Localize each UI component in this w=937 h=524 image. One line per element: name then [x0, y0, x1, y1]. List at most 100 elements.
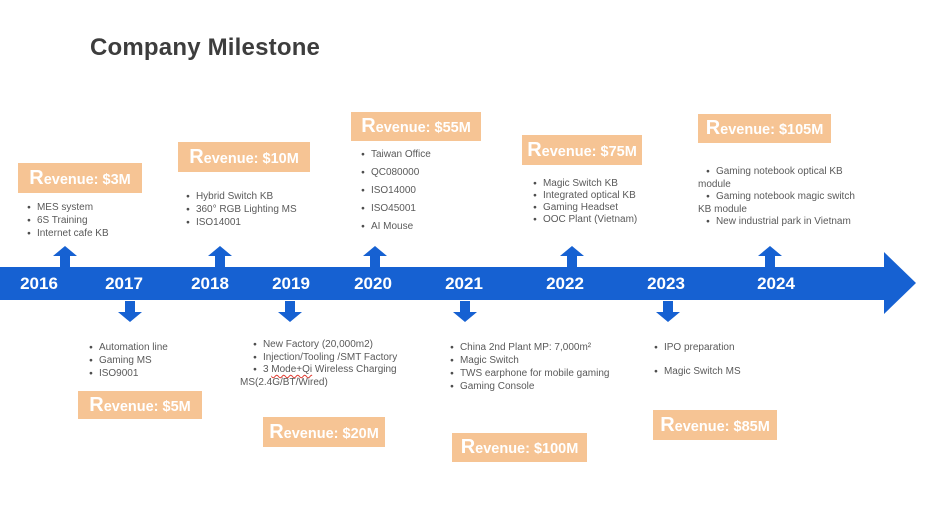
bullet-icon: ●	[186, 206, 190, 213]
revenue-badge-2024: Revenue: $105M	[698, 114, 831, 143]
year-label-2018: 2018	[191, 274, 229, 293]
bullet-icon: ●	[654, 344, 658, 351]
milestone-item: ●3 Mode+Qi Wireless Charging MS(2.4G/BT/…	[240, 364, 397, 388]
bullet-icon: ●	[89, 357, 93, 364]
bullet-icon: ●	[450, 383, 454, 390]
revenue-badge-2023: Revenue: $85M	[653, 410, 777, 440]
milestone-item: ●Gaming MS	[89, 355, 152, 366]
year-label-2016: 2016	[20, 274, 58, 293]
bullet-icon: ●	[186, 193, 190, 200]
milestone-item: ●Gaming Console	[450, 381, 535, 392]
revenue-badge-2018: Revenue: $10M	[178, 142, 310, 172]
bullet-icon: ●	[533, 180, 537, 187]
milestone-list-2022: ●Magic Switch KB ●Integrated optical KB …	[533, 178, 637, 226]
bullet-icon: ●	[361, 223, 365, 230]
milestone-item: ●IPO preparation	[654, 342, 735, 353]
milestone-item: ●ISO9001	[89, 368, 139, 379]
milestone-list-2024: ●Gaming notebook optical KB module ●Gami…	[698, 166, 862, 229]
bullet-icon: ●	[186, 219, 190, 226]
milestone-list-2020: ●Taiwan Office ●QC080000 ●ISO14000 ●ISO4…	[361, 146, 431, 236]
year-label-2020: 2020	[354, 274, 392, 293]
bullet-icon: ●	[654, 368, 658, 375]
bullet-icon: ●	[253, 353, 257, 361]
milestone-item: ●Gaming notebook magic switch KB module	[698, 191, 855, 215]
milestone-list-2016: ●MES system ●6S Training ●Internet cafe …	[27, 202, 109, 241]
bullet-icon: ●	[361, 187, 365, 194]
year-label-2023: 2023	[647, 274, 685, 293]
bullet-icon: ●	[706, 193, 710, 200]
milestone-list-2018: ●Hybrid Switch KB ●360° RGB Lighting MS …	[186, 191, 297, 230]
bullet-icon: ●	[27, 204, 31, 211]
milestone-item: ●Magic Switch KB	[533, 178, 618, 189]
milestone-item: ●Automation line	[89, 342, 168, 353]
revenue-badge-2019: Revenue: $20M	[263, 417, 385, 447]
up-arrow-icon	[363, 246, 387, 267]
milestone-list-2023: ●IPO preparation ●Magic Switch MS	[654, 342, 741, 379]
down-arrow-icon	[118, 301, 142, 322]
milestone-item: ●Internet cafe KB	[27, 228, 109, 239]
bullet-icon: ●	[27, 217, 31, 224]
bullet-icon: ●	[706, 218, 710, 225]
milestone-item: ●ISO14000	[361, 185, 416, 196]
bullet-icon: ●	[89, 344, 93, 351]
milestone-list-2021: ●China 2nd Plant MP: 7,000m² ●Magic Swit…	[450, 342, 640, 394]
milestone-item: ●Gaming Headset	[533, 202, 618, 213]
up-arrow-icon	[560, 246, 584, 267]
milestone-item: ●6S Training	[27, 215, 88, 226]
page-title: Company Milestone	[90, 34, 321, 61]
down-arrow-icon	[278, 301, 302, 322]
milestone-item: ●OOC Plant (Vietnam)	[533, 214, 638, 225]
milestone-item: ●New Factory (20,000m2)	[253, 339, 373, 350]
bullet-icon: ●	[450, 344, 454, 351]
bullet-icon: ●	[361, 169, 365, 176]
up-arrow-icon	[53, 246, 77, 267]
milestone-item: ●QC080000	[361, 167, 420, 178]
milestone-item: ●TWS earphone for mobile gaming	[450, 368, 610, 379]
milestone-item: ●Integrated optical KB	[533, 190, 636, 201]
year-label-2022: 2022	[546, 274, 584, 293]
year-label-2017: 2017	[105, 274, 143, 293]
revenue-badge-2016: Revenue: $3M	[18, 163, 142, 193]
milestone-item: ●Gaming notebook optical KB module	[698, 166, 843, 190]
revenue-badge-2017: Revenue: $5M	[78, 391, 202, 419]
milestone-item: ●360° RGB Lighting MS	[186, 204, 297, 215]
milestone-item: ●ISO14001	[186, 217, 241, 228]
up-arrow-icon	[208, 246, 232, 267]
bullet-icon: ●	[533, 204, 537, 211]
milestone-item: ●Hybrid Switch KB	[186, 191, 274, 202]
milestone-item: ●New industrial park in Vietnam	[706, 216, 851, 227]
milestone-list-2019: ●New Factory (20,000m2) ●Injection/Tooli…	[240, 339, 408, 388]
bullet-icon: ●	[533, 216, 537, 223]
milestone-list-2017: ●Automation line ●Gaming MS ●ISO9001	[89, 342, 168, 381]
bullet-icon: ●	[361, 151, 365, 158]
bullet-icon: ●	[706, 168, 710, 175]
bullet-icon: ●	[27, 230, 31, 237]
down-arrow-icon	[453, 301, 477, 322]
milestone-item: ●Taiwan Office	[361, 149, 431, 160]
revenue-badge-2021: Revenue: $100M	[452, 433, 587, 462]
milestone-item: ●Magic Switch MS	[654, 366, 741, 377]
bullet-icon: ●	[361, 205, 365, 212]
up-arrow-icon	[758, 246, 782, 267]
year-label-2021: 2021	[445, 274, 483, 293]
year-label-2019: 2019	[272, 274, 310, 293]
milestone-item: ●China 2nd Plant MP: 7,000m²	[450, 342, 592, 353]
milestone-item: ●Magic Switch	[450, 355, 519, 366]
revenue-badge-2020: Revenue: $55M	[351, 112, 481, 141]
milestone-item: ●Injection/Tooling /SMT Factory	[253, 351, 398, 363]
bullet-icon: ●	[89, 370, 93, 377]
milestone-item: ●MES system	[27, 202, 94, 213]
bullet-icon: ●	[450, 357, 454, 364]
milestone-item: ●ISO45001	[361, 203, 416, 214]
timeline-arrowhead-icon	[884, 252, 916, 314]
timeline-bar: 2016 2017 2018 2019 2020 2021 2022 2023 …	[0, 267, 884, 300]
bullet-icon: ●	[450, 370, 454, 377]
bullet-icon: ●	[253, 341, 257, 348]
bullet-icon: ●	[533, 192, 537, 199]
revenue-badge-2022: Revenue: $75M	[522, 135, 642, 165]
spellcheck-marked-text: Mode+Qi	[271, 364, 313, 375]
down-arrow-icon	[656, 301, 680, 322]
year-label-2024: 2024	[757, 274, 795, 293]
bullet-icon: ●	[253, 366, 257, 373]
